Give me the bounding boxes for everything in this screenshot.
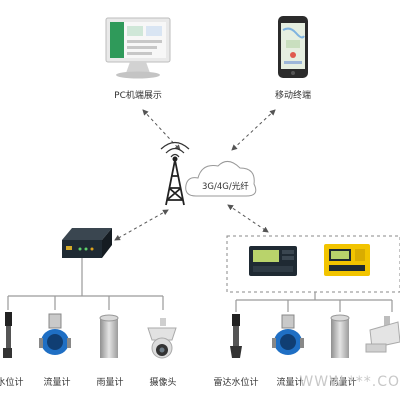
rtu-right-yellow-icon	[324, 244, 370, 276]
sensor-label: 摄像头	[149, 378, 177, 388]
cell-tower-icon	[160, 141, 190, 206]
sensor-label: 流量计	[43, 378, 71, 388]
smartphone-icon	[278, 16, 308, 78]
flow-meter-right-icon	[272, 314, 304, 355]
cloud-icon	[185, 161, 257, 197]
sensor-label: 雨量计	[96, 378, 124, 388]
camera-icon	[147, 318, 177, 359]
sensor-label: 雨量计	[329, 378, 357, 388]
mobile-link-arrow	[231, 109, 276, 151]
network-label: 3G/4G/光纤	[202, 182, 249, 192]
bullet-camera-icon	[365, 316, 400, 353]
pc-monitor-icon	[105, 17, 171, 79]
sensor-label: 流量计	[276, 378, 304, 388]
rtu-left-icon	[62, 228, 112, 258]
flow-meter-icon	[39, 313, 71, 355]
watermark: WWW.***.CO	[299, 374, 400, 390]
left-sensor-bus	[7, 258, 164, 310]
mobile-label: 移动终端	[274, 91, 312, 101]
rtu-right-link	[227, 204, 269, 233]
sensor-label: 雷达水位计	[213, 378, 259, 388]
rtu-left-link	[114, 209, 169, 241]
pc-link-arrow	[142, 109, 181, 151]
right-sensor-bus	[235, 292, 393, 312]
rain-gauge-icon	[99, 314, 119, 358]
radar-level-sensor-icon	[230, 314, 242, 358]
pc-label: PC机端展示	[114, 91, 162, 101]
sensor-label: 水位计	[0, 378, 24, 388]
right-station-frame	[226, 235, 400, 293]
water-level-sensor-icon	[3, 312, 12, 358]
rain-gauge-right-icon	[330, 314, 350, 358]
rtu-right-lcd-icon	[249, 246, 297, 276]
